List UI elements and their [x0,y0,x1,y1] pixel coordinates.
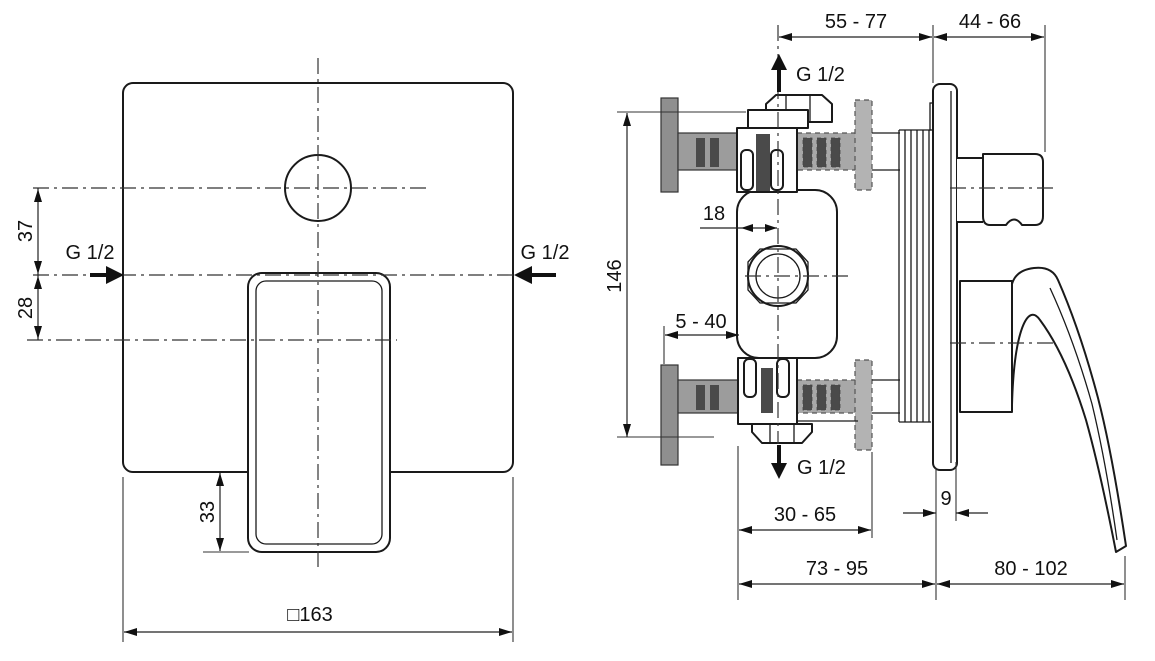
outlet-collar [747,248,809,304]
front-handle-outer [247,272,391,553]
inlet-right-arrow [514,266,532,284]
dim-73-95-label: 73 - 95 [806,558,868,580]
front-handle-inner [255,280,383,545]
bracket-slot-dark [756,134,770,191]
inlet-left-label: G 1/2 [66,242,115,264]
outlet-bottom-label: G 1/2 [797,457,846,479]
bottom-hex-nut [751,423,813,444]
outlet-top-arrow [771,54,787,70]
dim-30-65: 30 - 65 [739,452,873,538]
bracket-slot [740,149,754,191]
dim-18: 18 [700,203,777,232]
dim-55-77: 55 - 77 [779,11,934,83]
dim-18-label: 18 [703,203,725,225]
wall-block [710,138,719,167]
wall-bar-solid-bottom [660,364,679,466]
dim-5-40: 5 - 40 [663,311,739,364]
wall-section-bottom [660,359,900,466]
dim-163: □163 [122,477,514,642]
wall-block-dashed [816,384,827,411]
handle-lever [1011,266,1127,553]
dim-80-102: 80 - 102 [937,556,1126,600]
wall-block-dashed [816,137,827,168]
dim-33: 33 [197,473,249,553]
dim-37-label: 37 [15,220,37,242]
side-view: G 1/2 G 1/2 55 - 77 44 - 66 [604,11,1127,600]
handle-hub [959,280,1013,413]
dim-30-65-label: 30 - 65 [774,504,836,526]
wall-bar-dashed-top [854,99,873,191]
wall-block-dashed [830,384,841,411]
outlet-bottom-callout: G 1/2 [771,445,846,479]
inlet-left-callout: G 1/2 [66,242,124,284]
dim-5-40-label: 5 - 40 [675,311,726,333]
diverter-knob [957,153,1044,226]
bracket-slot [743,358,757,398]
dim-73-95: 73 - 95 [737,446,937,600]
dim-33-label: 33 [197,501,219,523]
wall-band-bottom-left [677,379,741,414]
wall-band-top-left [677,132,741,171]
wall-block [696,385,705,410]
dim-163-label: □163 [287,604,332,626]
outlet-top-callout: G 1/2 [771,54,845,92]
knob-neck [957,158,983,222]
dim-9: 9 [903,462,988,521]
knob-body [982,153,1044,226]
trim-plate [932,83,958,471]
dim-44-66: 44 - 66 [934,11,1046,152]
handle-lever-edge [1049,287,1118,541]
wall-bar-dashed-bottom [854,359,873,451]
dim-28-label: 28 [15,297,37,319]
wall-block [710,385,719,410]
inlet-left-arrow [106,266,124,284]
dim-37-28: 37 28 [15,188,42,340]
inlet-right-label: G 1/2 [521,242,570,264]
wall-block-dashed [802,137,813,168]
wall-section-top [660,97,900,193]
lever-handle [959,266,1127,553]
outlet-top-label: G 1/2 [796,64,845,86]
wall-block-dashed [830,137,841,168]
bracket-slot-dark [761,368,773,413]
cartridge-body [736,189,838,359]
dim-9-label: 9 [940,488,951,510]
inlet-right-callout: G 1/2 [514,242,569,284]
dim-44-66-label: 44 - 66 [959,11,1021,33]
bracket-slot [776,358,790,398]
wall-block-dashed [802,384,813,411]
threaded-sleeve [898,102,940,423]
bracket-slot [770,149,784,191]
front-view: 37 28 G 1/2 G 1/2 33 [15,58,569,642]
wall-block [696,138,705,167]
dim-80-102-label: 80 - 102 [994,558,1067,580]
dim-146-label: 146 [604,259,626,292]
outlet-bottom-arrow [771,463,787,479]
dim-146: 146 [604,111,746,438]
dim-55-77-label: 55 - 77 [825,11,887,33]
